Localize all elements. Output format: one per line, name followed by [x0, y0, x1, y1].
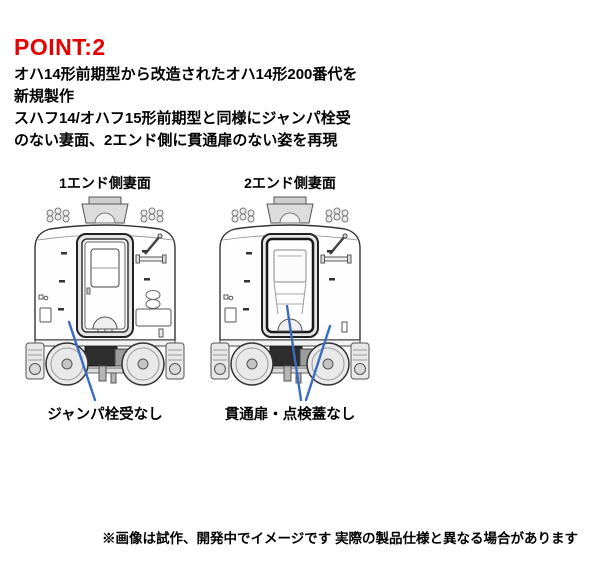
annotation-line-door	[285, 304, 303, 402]
description-line: オハ14形前期型から改造されたオハ14形200番代を	[14, 66, 358, 83]
figure-end2-caption: 貫通扉・点検蓋なし	[224, 407, 356, 423]
figure-end2: 2エンド側妻面 貫通扉・点検蓋なし	[210, 174, 370, 424]
annotation-line-cover	[304, 324, 332, 402]
page-title: POINT:2	[14, 34, 106, 60]
disclaimer-note: ※画像は試作、開発中でイメージです 実際の製品仕様と異なる場合があります	[102, 531, 578, 546]
end2-fittings	[341, 321, 348, 333]
annotation-line-jumper	[67, 320, 97, 402]
description-line: のない妻面、2エンド側に貫通扉のない姿を再現	[14, 132, 338, 149]
figure-end1-caption: ジャンパ栓受なし	[47, 407, 163, 423]
end2-drawing	[210, 195, 370, 402]
closed-door	[81, 238, 129, 334]
figure-end1-title: 1エンド側妻面	[59, 175, 151, 191]
description-line: スハフ14/オハフ15形前期型と同様にジャンパ栓受	[14, 110, 351, 127]
end1-drawing	[25, 195, 185, 402]
description-line: 新規製作	[14, 88, 75, 105]
description: オハ14形前期型から改造されたオハ14形200番代を 新規製作 スハフ14/オハ…	[14, 64, 357, 152]
figure-end1: 1エンド側妻面 ジャンパ栓受なし	[25, 174, 185, 424]
figure-end2-title: 2エンド側妻面	[244, 175, 336, 191]
